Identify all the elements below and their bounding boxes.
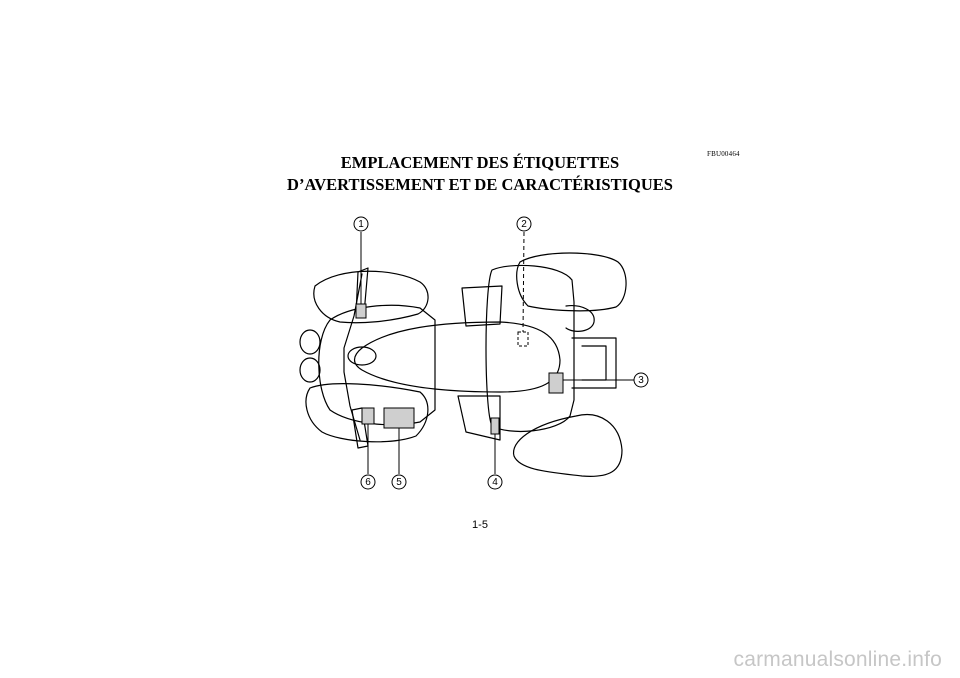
rear-left-tire: [512, 414, 623, 477]
callout-1: 1: [358, 219, 364, 230]
callout-2: 2: [521, 219, 527, 230]
page-title: EMPLACEMENT DES ÉTIQUETTES D’AVERTISSEME…: [0, 152, 960, 196]
footrest-right: [461, 285, 503, 327]
callout-1-circle: [353, 216, 369, 232]
callout-4-circle: [487, 474, 503, 490]
leader-line-2: [522, 231, 525, 333]
front-fender: [318, 304, 436, 426]
callout-2-circle: [516, 216, 532, 232]
seat-body: [353, 321, 561, 393]
callout-6-circle: [360, 474, 376, 490]
callout-5-circle: [391, 474, 407, 490]
instrument-cluster: [347, 346, 377, 366]
rear-engine-detail: [565, 305, 595, 332]
callout-6: 6: [365, 477, 371, 488]
front-left-tire: [305, 383, 429, 443]
callout-3: 3: [638, 375, 644, 386]
rear-fender: [485, 264, 575, 433]
title-line-1: EMPLACEMENT DES ÉTIQUETTES: [340, 153, 620, 172]
rear-right-tire: [516, 252, 627, 312]
rear-rack-inner: [581, 345, 607, 381]
label-2-hidden: [517, 331, 529, 347]
callout-4: 4: [492, 477, 498, 488]
callout-3-circle: [633, 372, 649, 388]
callout-5: 5: [396, 477, 402, 488]
title-line-2: D’AVERTISSEMENT ET DE CARACTÉRISTIQUES: [287, 175, 673, 194]
watermark: carmanualsonline.info: [733, 648, 942, 671]
rear-rack: [571, 337, 617, 389]
label-3: [548, 372, 564, 394]
page-number: 1-5: [472, 519, 488, 531]
atv-top-view-diagram: 1 2 3 4 5 6: [299, 216, 649, 490]
headlight-left: [299, 357, 321, 383]
front-right-tire: [313, 270, 429, 324]
document-code: FBU00464: [707, 150, 740, 158]
label-1: [355, 303, 367, 319]
footrest-left: [457, 395, 501, 441]
label-5: [383, 407, 415, 429]
headlight-right: [299, 329, 321, 355]
label-4: [490, 417, 500, 435]
label-6: [361, 407, 375, 425]
